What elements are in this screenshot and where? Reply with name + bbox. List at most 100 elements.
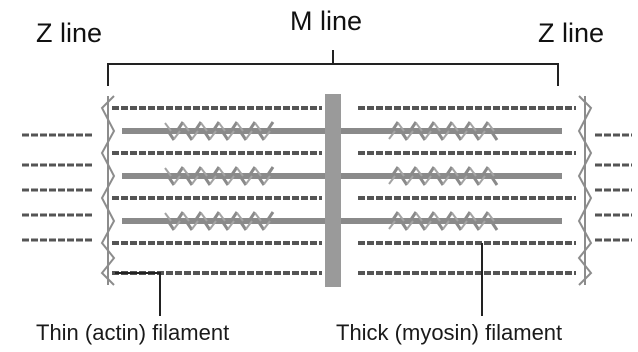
myosin-head xyxy=(399,220,409,231)
label-pointers xyxy=(115,243,483,316)
myosin-head xyxy=(451,122,459,132)
myosin-head xyxy=(182,212,190,222)
myosin-head xyxy=(227,130,235,140)
myosin-head xyxy=(435,220,445,231)
myosin-head xyxy=(442,175,450,185)
myosin-head xyxy=(218,122,226,132)
myosin-head xyxy=(193,166,203,177)
myosin-head xyxy=(263,220,271,230)
myosin-head xyxy=(256,130,266,141)
myosin-head xyxy=(173,175,181,185)
myosin-head xyxy=(424,175,432,185)
z-line-right xyxy=(577,95,593,286)
myosin-head xyxy=(229,121,239,132)
z-lines xyxy=(100,95,593,286)
myosin-head xyxy=(175,211,185,222)
myosin-head xyxy=(184,175,194,186)
myosin-head xyxy=(480,211,490,222)
myosin-head xyxy=(388,130,396,140)
myosin-head xyxy=(435,175,445,186)
myosin-head xyxy=(388,175,396,185)
myosin-head xyxy=(487,167,495,177)
myosin-head xyxy=(415,122,423,132)
myosin-head xyxy=(184,130,194,141)
myosin-head xyxy=(220,130,230,141)
z-line-right-label: Z line xyxy=(538,18,605,48)
myosin-head xyxy=(453,220,463,231)
myosin-head xyxy=(426,121,436,132)
myosin-head xyxy=(460,130,468,140)
thick-filament-label: Thick (myosin) filament xyxy=(336,320,563,345)
myosin-head xyxy=(469,167,477,177)
myosin-head xyxy=(202,220,212,231)
myosin-head xyxy=(390,166,400,177)
myosin-head xyxy=(424,130,432,140)
myosin-head xyxy=(397,167,405,177)
thick-filaments xyxy=(122,121,562,231)
myosin-head xyxy=(173,130,181,140)
myosin-head xyxy=(478,220,486,230)
myosin-head xyxy=(245,220,253,230)
myosin-head xyxy=(209,220,217,230)
myosin-head xyxy=(263,130,271,140)
myosin-head xyxy=(408,166,418,177)
myosin-head xyxy=(254,167,262,177)
myosin-head xyxy=(489,220,499,231)
myosin-head xyxy=(191,175,199,185)
myosin-head xyxy=(166,130,176,141)
z-line-left xyxy=(100,95,116,286)
myosin-head xyxy=(164,167,172,177)
myosin-head xyxy=(211,211,221,222)
myosin-head xyxy=(164,212,172,222)
myosin-head xyxy=(238,130,248,141)
myosin-head xyxy=(415,167,423,177)
myosin-head xyxy=(489,175,499,186)
myosin-head xyxy=(444,121,454,132)
myosin-head xyxy=(236,122,244,132)
myosin-head xyxy=(265,166,275,177)
myosin-head xyxy=(166,220,176,231)
myosin-head xyxy=(471,130,481,141)
myosin-head xyxy=(254,212,262,222)
myosin-head xyxy=(397,122,405,132)
myosin-head xyxy=(460,175,468,185)
myosin-head xyxy=(433,122,441,132)
myosin-head xyxy=(211,121,221,132)
myosin-head xyxy=(471,220,481,231)
myosin-head xyxy=(254,122,262,132)
myosin-head xyxy=(256,220,266,231)
myosin-head xyxy=(229,211,239,222)
myosin-head xyxy=(435,130,445,141)
myosin-head xyxy=(184,220,194,231)
myosin-head xyxy=(236,212,244,222)
myosin-head xyxy=(229,166,239,177)
thick-filament-1 xyxy=(122,128,562,134)
z-line-left-label: Z line xyxy=(36,18,103,48)
myosin-head xyxy=(175,121,185,132)
thin-filament-pointer xyxy=(115,272,161,316)
myosin-head xyxy=(209,175,217,185)
myosin-head xyxy=(417,175,427,186)
myosin-head xyxy=(218,212,226,222)
myosin-head xyxy=(175,166,185,177)
myosin-head xyxy=(220,220,230,231)
myosin-head xyxy=(489,130,499,141)
myosin-head xyxy=(399,175,409,186)
myosin-head xyxy=(460,220,468,230)
myosin-head xyxy=(406,220,414,230)
m-line-label: M line xyxy=(290,6,363,36)
myosin-head xyxy=(236,167,244,177)
myosin-head xyxy=(227,175,235,185)
myosin-head xyxy=(424,220,432,230)
myosin-head xyxy=(399,130,409,141)
myosin-head xyxy=(182,122,190,132)
myosin-head xyxy=(390,121,400,132)
myosin-head xyxy=(238,175,248,186)
myosin-head xyxy=(444,166,454,177)
myosin-head xyxy=(442,220,450,230)
myosin-head xyxy=(209,130,217,140)
outer-thin-filaments xyxy=(22,133,632,242)
myosin-head xyxy=(265,121,275,132)
myosin-head xyxy=(469,122,477,132)
